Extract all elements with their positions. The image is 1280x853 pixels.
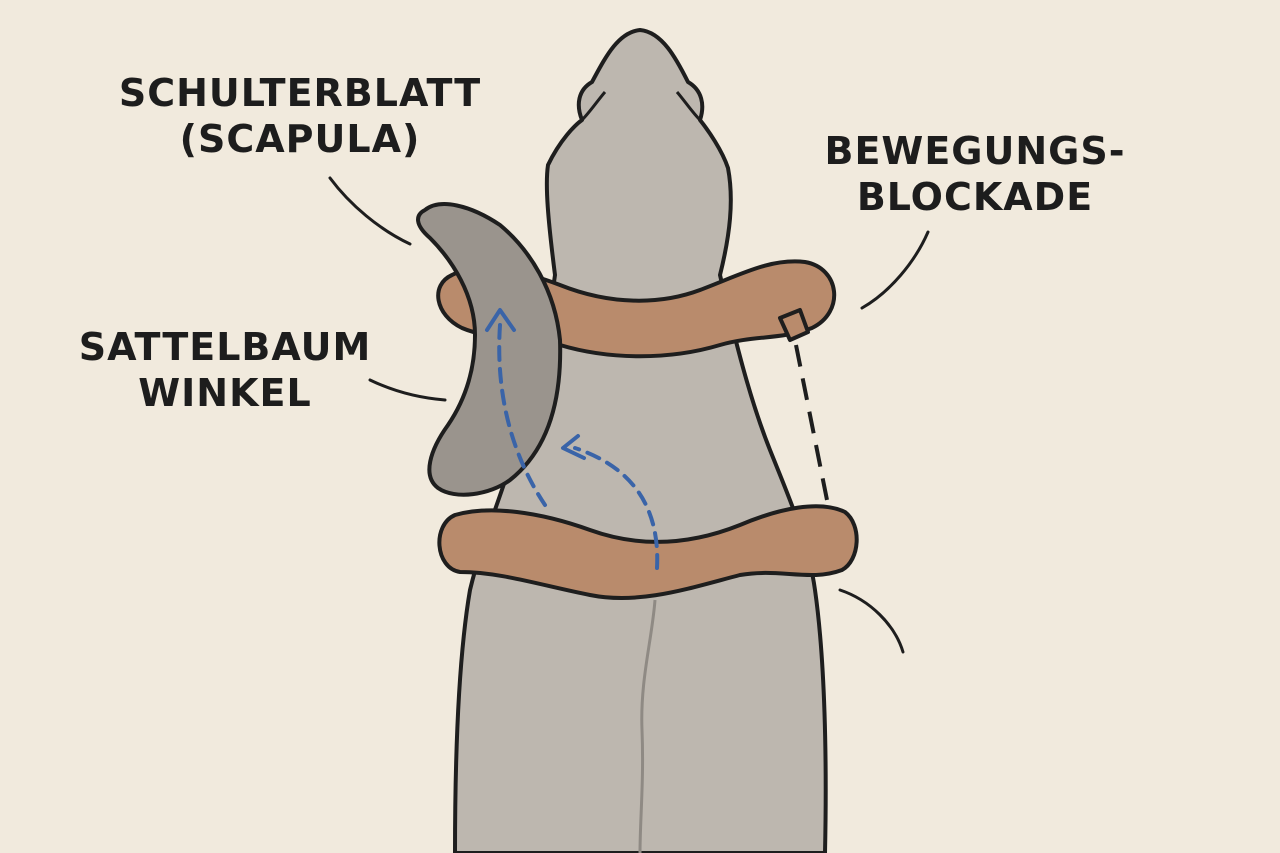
ear-line-left <box>580 91 607 122</box>
leader-movement-block <box>860 230 930 310</box>
arrow-path-scapula <box>497 323 547 507</box>
arrow-head-saddle <box>561 434 586 460</box>
dashed-connector <box>794 344 830 506</box>
label-movement-block-line1: BEWEGUNGS- <box>824 129 1126 173</box>
label-saddle-tree-line1: SATTELBAUM <box>78 325 372 369</box>
leader-saddle-tree <box>368 378 447 402</box>
spine-line <box>638 599 657 853</box>
label-movement-block-line2: BLOCKADE <box>856 175 1094 219</box>
saddle-notch <box>778 308 810 342</box>
label-saddle-tree-angle: SATTELBAUM WINKEL <box>60 324 390 416</box>
leader-scapula <box>328 176 412 246</box>
ear-line-right <box>675 91 702 122</box>
arrow-head-scapula <box>485 308 516 332</box>
label-saddle-tree-line2: WINKEL <box>138 371 312 415</box>
leader-lower-right <box>838 588 905 654</box>
label-scapula-line1: SCHULTERBLATT <box>118 71 482 115</box>
scapula-shape <box>416 202 563 497</box>
label-movement-block: BEWEGUNGS- BLOCKADE <box>800 128 1150 220</box>
label-scapula: SCHULTERBLATT (SCAPULA) <box>100 70 500 162</box>
label-scapula-line2: (SCAPULA) <box>179 117 421 161</box>
lower-saddle-band <box>437 504 859 600</box>
arrow-path-saddle <box>573 446 660 570</box>
